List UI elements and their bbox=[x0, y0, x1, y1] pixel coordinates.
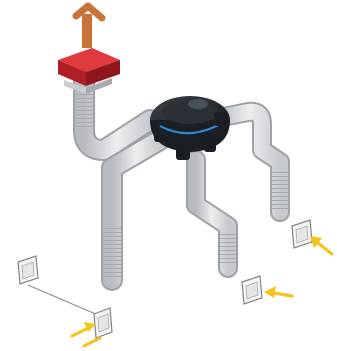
sensor-plate-right bbox=[291, 219, 313, 249]
airflow-arrow-left bbox=[70, 322, 96, 338]
sensor-plate-icon bbox=[241, 275, 263, 305]
sensor-plate-middle bbox=[241, 275, 263, 305]
roof-vent-icon bbox=[58, 2, 120, 94]
sensor-plate-left bbox=[93, 307, 113, 339]
yellow-arrow-icon bbox=[82, 336, 102, 348]
wall-switch-icon bbox=[17, 255, 39, 285]
sensor-plate-icon bbox=[93, 307, 113, 339]
duct-roof-branch bbox=[73, 71, 161, 161]
yellow-arrow-icon bbox=[310, 236, 334, 256]
airflow-arrow-lower bbox=[82, 336, 102, 348]
roof-outlet bbox=[58, 2, 120, 94]
wall-switch bbox=[17, 255, 39, 285]
duct-middle-branch bbox=[186, 150, 238, 278]
fan-unit-icon bbox=[150, 96, 230, 160]
yellow-arrow-icon bbox=[70, 322, 96, 338]
switch-wire bbox=[27, 284, 99, 316]
sensor-plate-icon bbox=[291, 219, 313, 249]
airflow-arrow-middle bbox=[264, 286, 294, 298]
airflow-arrow-right bbox=[310, 236, 334, 256]
central-unit bbox=[150, 96, 230, 160]
duct-left-branch bbox=[101, 129, 171, 291]
yellow-arrow-icon bbox=[264, 286, 294, 298]
duct-right-branch bbox=[208, 101, 290, 222]
